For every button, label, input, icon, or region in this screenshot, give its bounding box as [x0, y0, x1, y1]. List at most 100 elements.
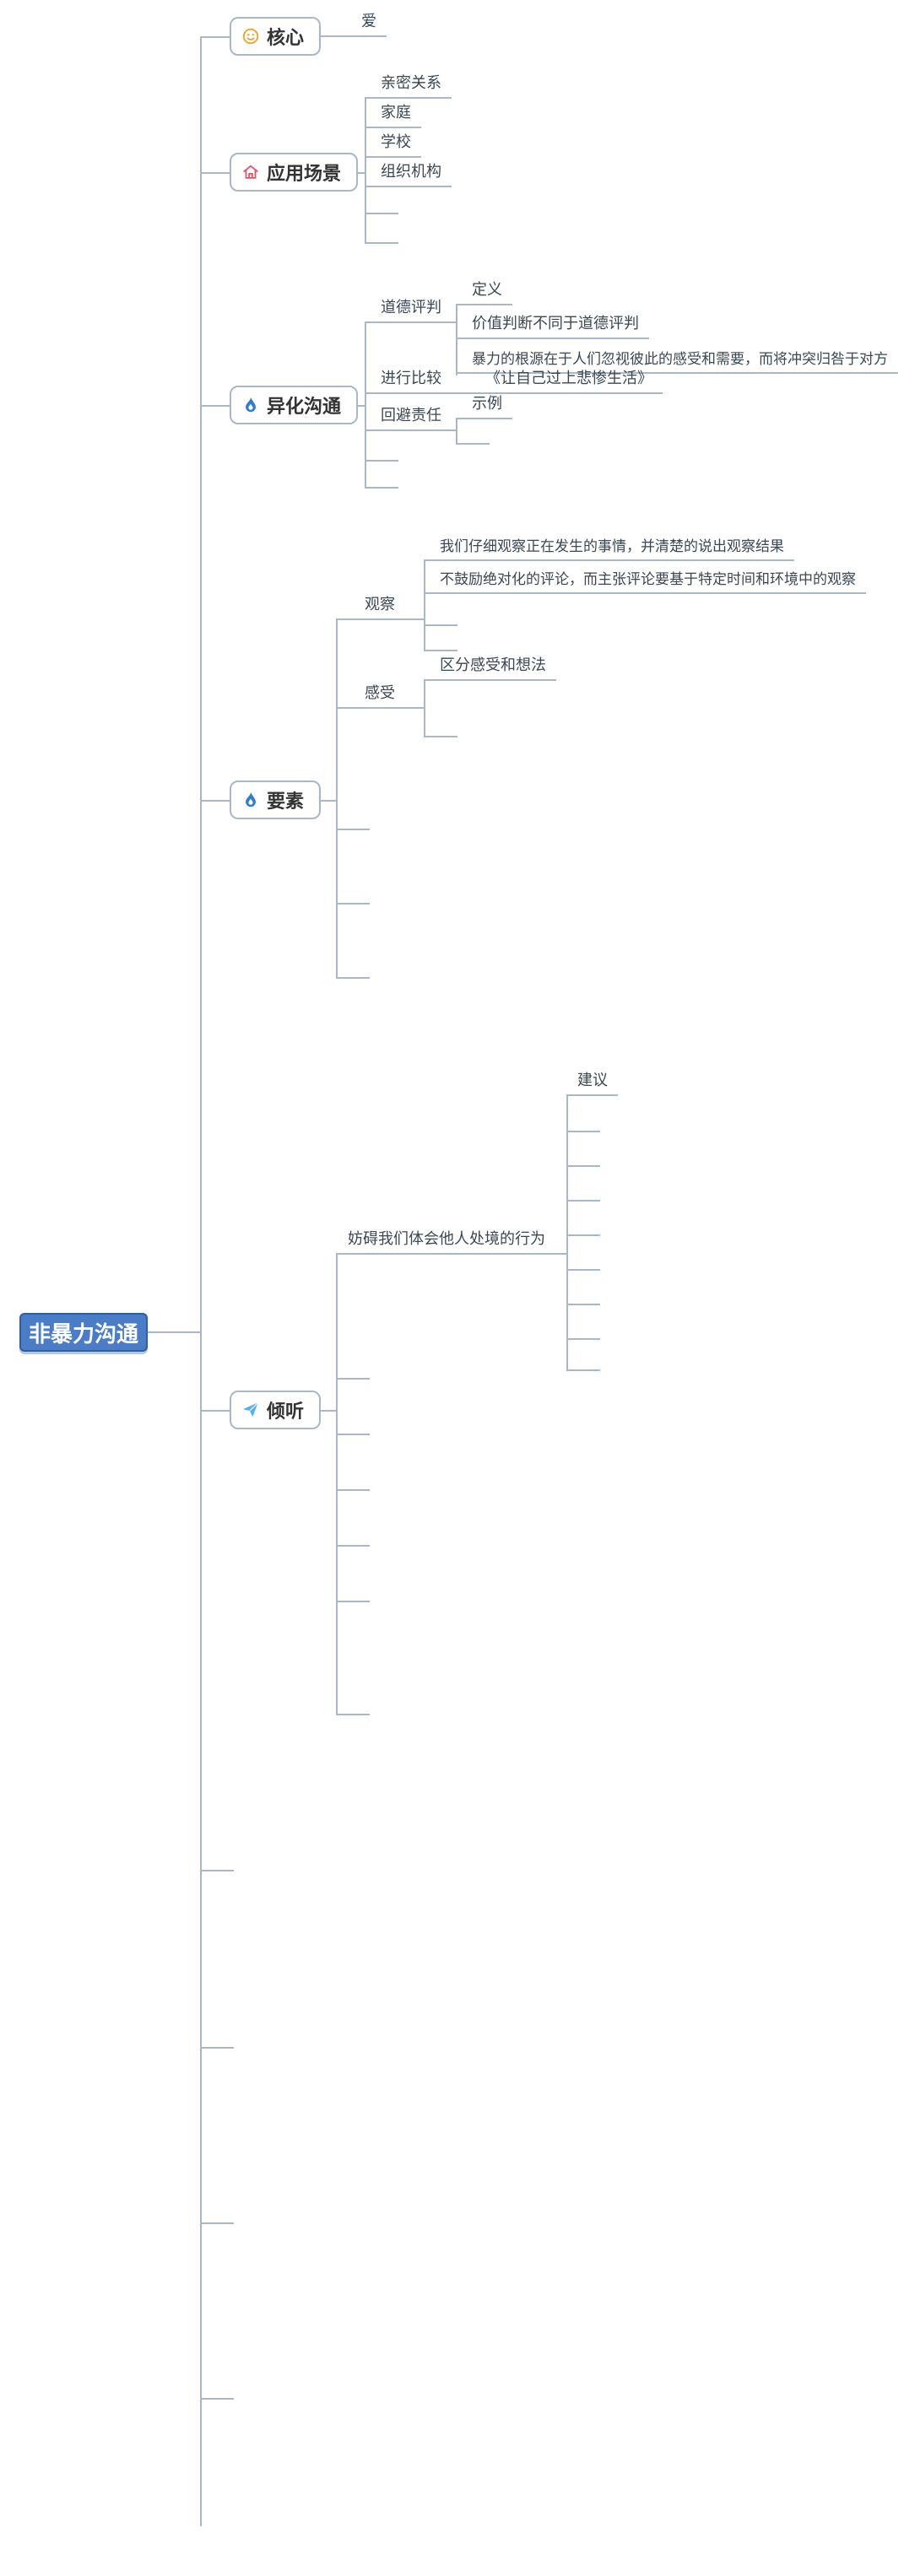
- node-label: 爱: [361, 13, 376, 30]
- empty-node-stub[interactable]: [424, 736, 457, 737]
- branch-listening[interactable]: 倾听: [230, 1391, 321, 1429]
- empty-node-stub[interactable]: [566, 1234, 600, 1236]
- empty-node-stub[interactable]: [456, 443, 490, 445]
- node-label: 妨碍我们体会他人处境的行为: [348, 1230, 545, 1247]
- empty-node-stub[interactable]: [365, 242, 398, 244]
- empty-node-stub[interactable]: [365, 487, 398, 489]
- branch-elements[interactable]: 要素: [230, 780, 321, 819]
- connector-line: [456, 419, 457, 445]
- connector-line: [200, 172, 230, 174]
- connector-line: [358, 405, 366, 407]
- empty-node-stub[interactable]: [336, 1378, 370, 1380]
- connector-line: [336, 1255, 338, 1715]
- node-label: 暴力的根源在于人们忽视彼此的感受和需要，而将冲突归咎于对方: [472, 351, 888, 367]
- branch-label: 异化沟通: [267, 396, 342, 417]
- smiley-icon: [241, 27, 260, 46]
- node-school[interactable]: 学校: [365, 130, 421, 158]
- empty-node-stub[interactable]: [336, 1601, 370, 1602]
- node-label: 我们仔细观察正在发生的事情，并清楚的说出观察结果: [440, 538, 784, 554]
- node-intimate-relationships[interactable]: 亲密关系: [365, 71, 452, 99]
- root-topic[interactable]: 非暴力沟通: [19, 1313, 148, 1352]
- empty-node-stub[interactable]: [566, 1131, 600, 1132]
- node-avoiding-responsibility[interactable]: 回避责任: [365, 403, 457, 431]
- node-hindering-empathy[interactable]: 妨碍我们体会他人处境的行为: [336, 1227, 568, 1255]
- connector-line: [321, 800, 336, 802]
- connector-line: [321, 1410, 336, 1412]
- empty-node-stub[interactable]: [336, 1489, 370, 1491]
- empty-node-stub[interactable]: [336, 903, 370, 905]
- empty-node-stub[interactable]: [365, 213, 398, 214]
- node-label: 建议: [577, 1072, 608, 1088]
- branch-alienating-communication[interactable]: 异化沟通: [230, 386, 358, 424]
- home-icon: [241, 163, 260, 181]
- empty-node-stub[interactable]: [424, 624, 457, 626]
- empty-node-stub[interactable]: [424, 650, 457, 651]
- node-label: 进行比较: [381, 370, 441, 386]
- node-no-absolute-comments[interactable]: 不鼓励绝对化的评论，而主张评论要基于特定时间和环境中的观察: [424, 567, 866, 594]
- branch-label: 应用场景: [267, 163, 342, 184]
- node-label: 亲密关系: [381, 74, 441, 91]
- node-label: 回避责任: [381, 407, 441, 424]
- empty-node-stub[interactable]: [365, 460, 398, 462]
- empty-node-stub[interactable]: [566, 1369, 600, 1371]
- branch-label: 倾听: [267, 1401, 305, 1422]
- node-label: 感受: [365, 684, 395, 701]
- empty-node-stub[interactable]: [566, 1165, 600, 1167]
- empty-node-stub[interactable]: [200, 2398, 234, 2400]
- empty-node-stub[interactable]: [200, 1870, 234, 1871]
- node-observation[interactable]: 观察: [336, 592, 425, 620]
- node-feelings[interactable]: 感受: [336, 681, 425, 709]
- node-advice[interactable]: 建议: [566, 1068, 618, 1096]
- node-label: 示例: [472, 395, 502, 412]
- node-label: 价值判断不同于道德评判: [472, 315, 639, 332]
- connector-line: [424, 681, 425, 737]
- empty-node-stub[interactable]: [200, 2222, 234, 2224]
- branch-label: 要素: [267, 791, 305, 812]
- connector-line: [566, 1096, 568, 1371]
- node-value-judgment[interactable]: 价值判断不同于道德评判: [456, 311, 649, 339]
- empty-node-stub[interactable]: [336, 1714, 370, 1715]
- node-example[interactable]: 示例: [456, 392, 512, 419]
- node-distinguish-feelings[interactable]: 区分感受和想法: [424, 653, 556, 681]
- node-moral-judgment[interactable]: 道德评判: [365, 295, 457, 323]
- connector-line: [200, 405, 230, 407]
- empty-node-stub[interactable]: [336, 1545, 370, 1547]
- connector-line: [200, 800, 230, 802]
- node-label: 不鼓励绝对化的评论，而主张评论要基于特定时间和环境中的观察: [440, 571, 856, 587]
- node-label: 《让自己过上悲惨生活》: [485, 370, 652, 386]
- empty-node-stub[interactable]: [336, 829, 370, 830]
- connector-line: [200, 36, 230, 38]
- node-observe-clearly[interactable]: 我们仔细观察正在发生的事情，并清楚的说出观察结果: [424, 534, 794, 561]
- connector-line: [336, 620, 338, 979]
- node-making-comparisons[interactable]: 进行比较: [365, 366, 473, 394]
- node-label: 家庭: [381, 104, 411, 121]
- empty-node-stub[interactable]: [336, 1434, 370, 1435]
- node-label: 道德评判: [381, 299, 441, 316]
- node-love[interactable]: 爱: [321, 9, 387, 37]
- empty-node-stub[interactable]: [200, 2047, 234, 2049]
- empty-node-stub[interactable]: [566, 1200, 600, 1202]
- node-label: 学校: [381, 133, 411, 150]
- branch-core[interactable]: 核心: [230, 17, 321, 56]
- node-organizations[interactable]: 组织机构: [365, 159, 452, 187]
- node-family[interactable]: 家庭: [365, 100, 421, 128]
- connector-line: [200, 1410, 230, 1412]
- branch-label: 核心: [267, 27, 305, 48]
- empty-node-stub[interactable]: [566, 1304, 600, 1305]
- paper-plane-icon: [241, 1401, 260, 1419]
- empty-node-stub[interactable]: [336, 977, 370, 979]
- node-book-title[interactable]: 《让自己过上悲惨生活》: [473, 366, 663, 394]
- branch-application-scenarios[interactable]: 应用场景: [230, 153, 358, 192]
- connector-line: [456, 305, 457, 375]
- flame-icon: [241, 396, 260, 414]
- trunk-line: [200, 36, 202, 2526]
- connector-line: [358, 172, 366, 174]
- empty-node-stub[interactable]: [566, 1338, 600, 1340]
- connector-line: [365, 323, 366, 489]
- empty-node-stub[interactable]: [566, 1269, 600, 1271]
- root-topic-label: 非暴力沟通: [28, 1320, 138, 1347]
- node-violence-root[interactable]: 暴力的根源在于人们忽视彼此的感受和需要，而将冲突归咎于对方: [456, 347, 898, 374]
- node-label: 区分感受和想法: [440, 656, 546, 673]
- node-definition[interactable]: 定义: [456, 278, 512, 305]
